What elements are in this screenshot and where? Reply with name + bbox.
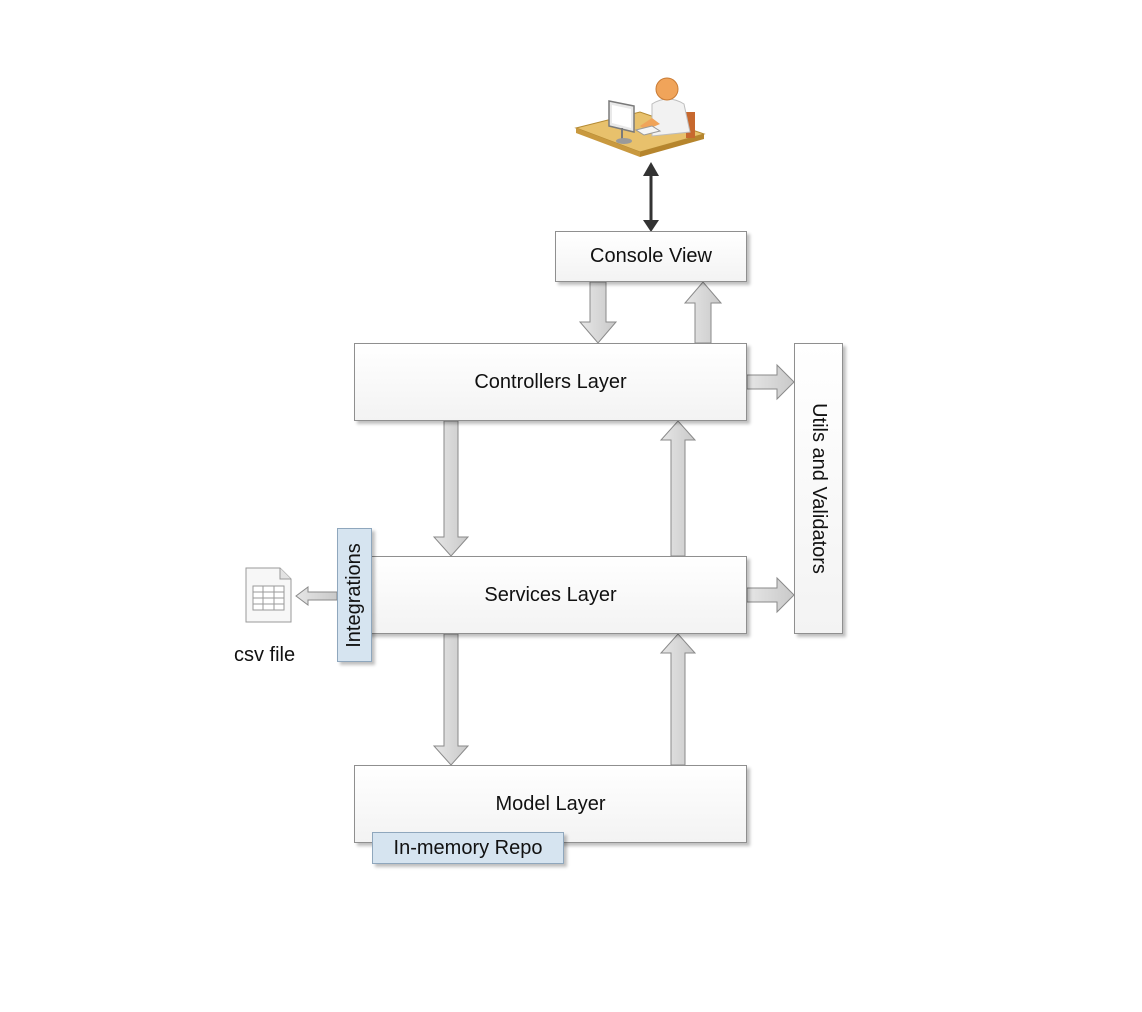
- arrow-console-to-controllers: [578, 281, 618, 344]
- services-layer-box: Services Layer: [354, 556, 747, 634]
- arrow-controllers-to-services: [432, 420, 470, 557]
- arrow-controllers-to-utils: [746, 363, 795, 401]
- console-view-label: Console View: [590, 245, 712, 267]
- controllers-layer-box: Controllers Layer: [354, 343, 747, 421]
- arrow-controllers-to-console: [683, 281, 723, 344]
- arrow-services-to-controllers: [659, 420, 697, 557]
- services-layer-label: Services Layer: [484, 583, 617, 606]
- user-console-connector: [643, 162, 659, 232]
- spreadsheet-file-icon: [245, 567, 292, 623]
- integrations-label: Integrations: [343, 542, 366, 648]
- arrow-integrations-to-csv: [295, 586, 338, 606]
- arrow-services-to-model: [432, 633, 470, 766]
- in-memory-repo-label: In-memory Repo: [393, 836, 543, 859]
- arrow-services-to-utils: [746, 576, 795, 614]
- controllers-layer-label: Controllers Layer: [474, 370, 627, 393]
- in-memory-repo-tag: In-memory Repo: [372, 832, 564, 864]
- model-layer-label: Model Layer: [495, 792, 606, 815]
- model-layer-box: Model Layer: [354, 765, 747, 843]
- console-view-box: Console View: [555, 231, 747, 282]
- csv-file-label: csv file: [234, 644, 296, 666]
- integrations-tag: Integrations: [337, 528, 372, 662]
- utils-validators-box: Utils and Validators: [794, 343, 843, 634]
- utils-validators-label: Utils and Validators: [808, 403, 831, 574]
- user-at-workstation-icon: [574, 77, 706, 157]
- arrow-model-to-services: [659, 633, 697, 766]
